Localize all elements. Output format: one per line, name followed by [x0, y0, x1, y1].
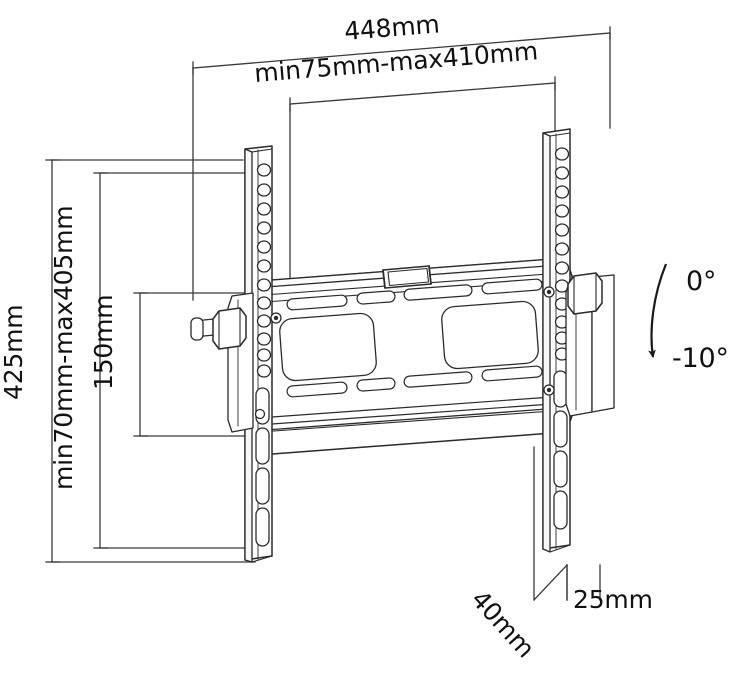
label-150mm: 150mm — [89, 295, 118, 390]
dimension-425mm-line — [45, 159, 256, 563]
wall-mount-bracket — [190, 128, 615, 563]
plate-slot-row-lower — [286, 365, 543, 398]
label-425mm: 425mm — [0, 305, 28, 400]
label-25mm: 25mm — [573, 585, 653, 614]
right-tilt-knob — [567, 272, 603, 315]
tilt-arc-arrow — [648, 263, 668, 358]
dimension-448mm-line — [192, 26, 611, 301]
dimension-height-range-line — [93, 172, 259, 549]
plate-slot-row-upper — [286, 278, 543, 311]
label-angle-minus-10: -10° — [672, 343, 729, 374]
label-angle-0: 0° — [686, 266, 716, 297]
plate-cutouts — [279, 300, 539, 382]
rail-fasteners — [254, 286, 555, 420]
left-rail-hole-column — [256, 163, 272, 378]
wall-plate — [252, 257, 573, 456]
center-latch-tab — [382, 265, 432, 289]
dimension-depth-lines — [533, 446, 601, 601]
right-rail-hole-column — [554, 147, 570, 361]
label-height-range: min70mm-max405mm — [49, 206, 78, 490]
right-rail-slot-column — [553, 370, 568, 530]
left-rail-slot-column — [255, 387, 270, 547]
left-tilt-knob — [190, 307, 247, 350]
dimension-lines — [45, 26, 611, 601]
left-vertical-rail — [227, 145, 273, 563]
